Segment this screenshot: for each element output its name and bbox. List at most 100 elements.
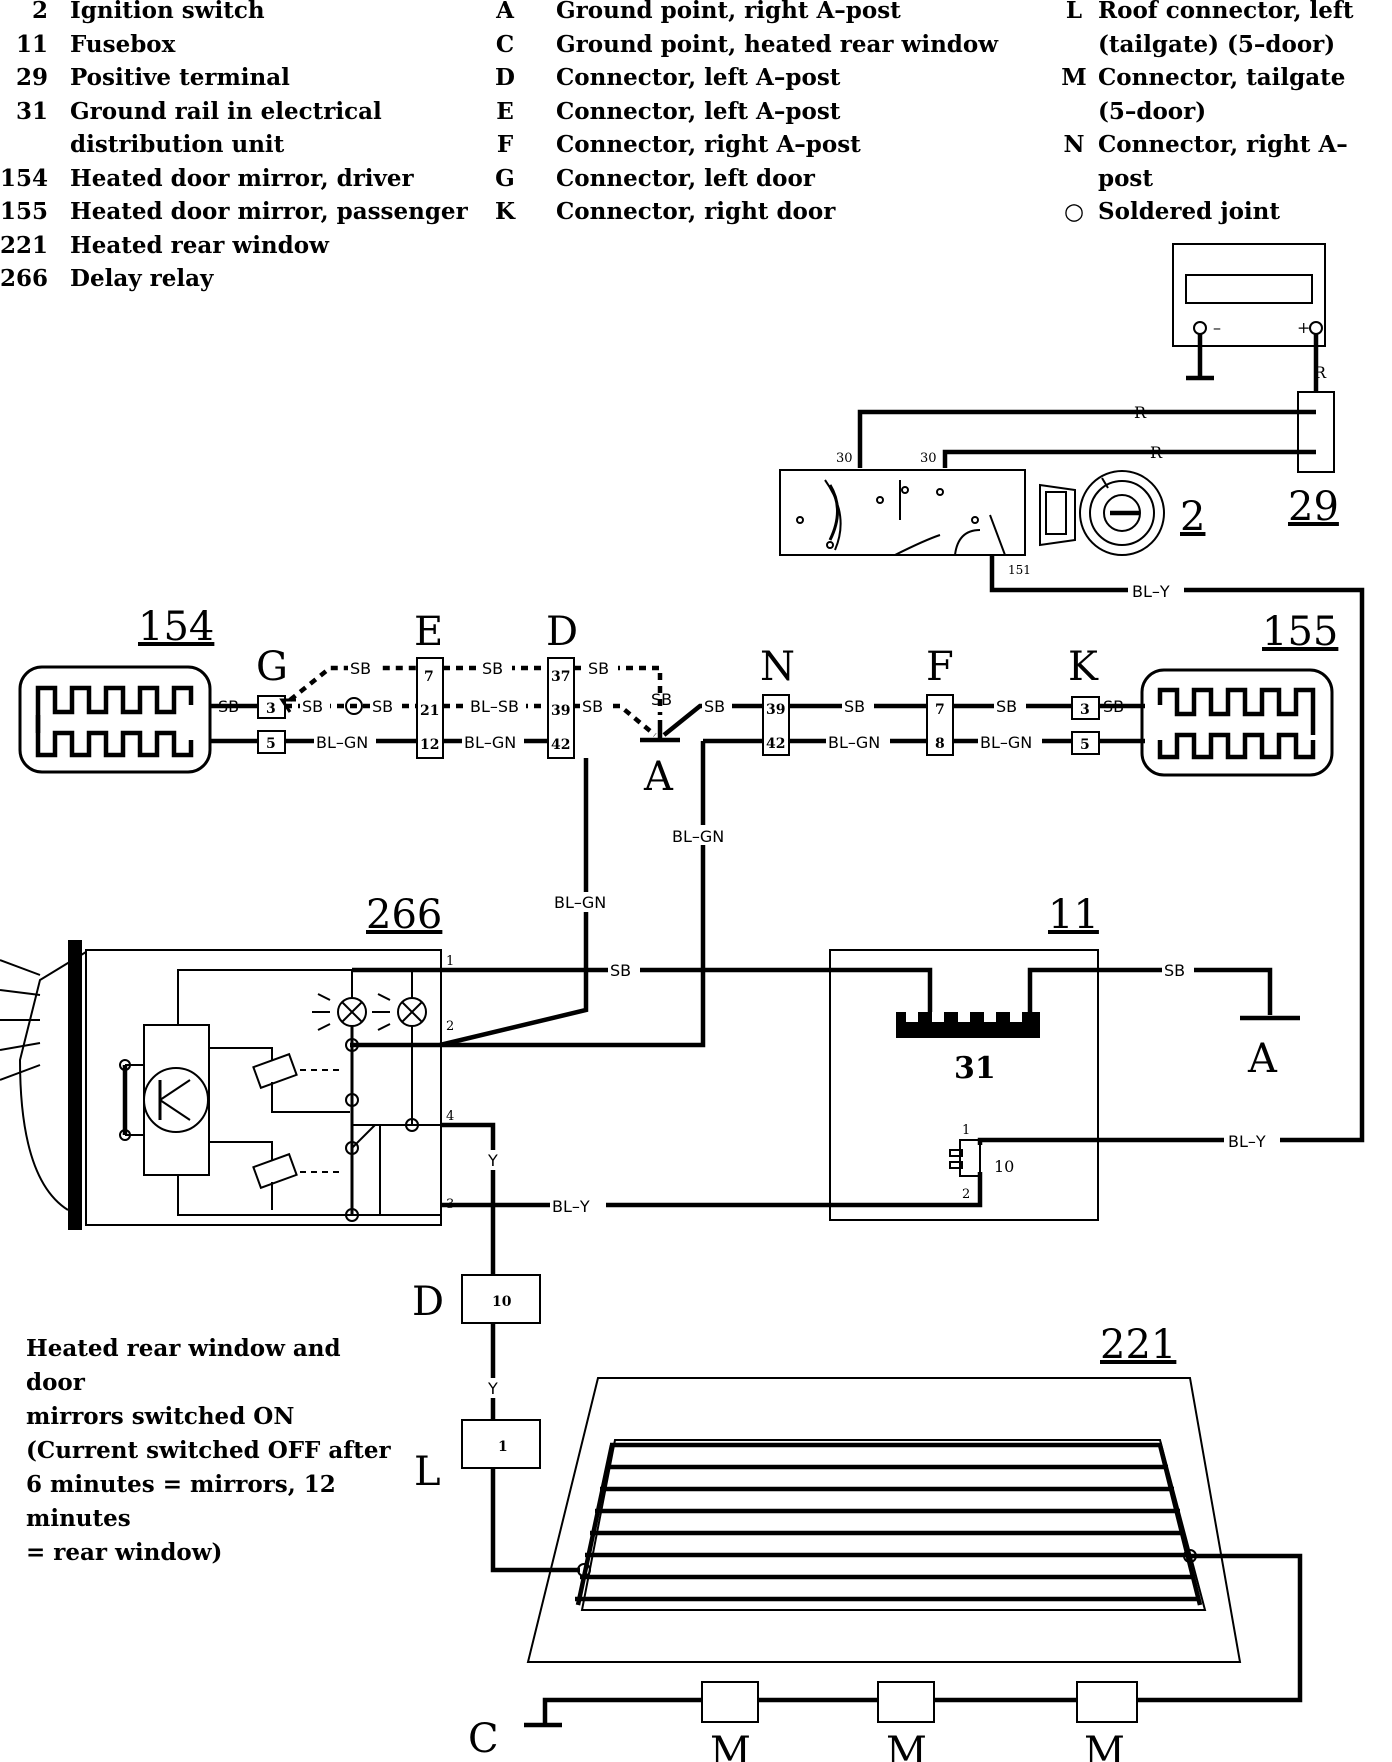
pin-39: 39 (766, 702, 785, 718)
connector-g-label: G (256, 644, 288, 690)
legend-key: 11 (15, 30, 48, 58)
legend-key: 154 (0, 164, 49, 192)
wire-label-bl-gn: BL–GN (672, 827, 724, 846)
connector-f (926, 694, 954, 756)
legend-text: Ground rail in electrical (70, 97, 382, 125)
legend-text: Heated door mirror, passenger (70, 198, 468, 225)
legend-text: Connector, right A–post (556, 131, 861, 158)
operating-note: Heated rear window and door mirrors swit… (26, 1332, 396, 1570)
delay-relay (0, 940, 442, 1230)
wire-label-bl-y: BL–Y (1228, 1132, 1266, 1151)
legend-text: Positive terminal (70, 64, 290, 91)
legend-text: Fusebox (70, 30, 176, 58)
wire-label-sb: SB (372, 697, 393, 716)
wire-label-sb: SB (302, 697, 323, 716)
legend-key: ○ (1063, 198, 1085, 225)
wire-label-sb: SB (996, 697, 1017, 716)
pin-8: 8 (935, 736, 945, 752)
legend-text: Ground point, heated rear window (556, 30, 999, 58)
battery-symbol: – + (1172, 243, 1326, 381)
wire-label-sb: SB (704, 697, 725, 716)
legend-row: distribution unit (0, 128, 468, 162)
wire-label-sb: SB (218, 697, 239, 716)
ground-a-label: A (643, 754, 674, 800)
legend-text: Roof connector, left (1098, 0, 1354, 24)
legend-text: Soldered joint (1098, 198, 1280, 225)
component-155-label: 155 (1262, 609, 1338, 655)
pin-7: 7 (424, 669, 434, 685)
legend-text: (tailgate) (5–door) (1098, 30, 1336, 58)
wire-label-r: R (1150, 443, 1163, 462)
connector-d-label: D (412, 1279, 444, 1325)
connector-m-label: M (1084, 1729, 1125, 1762)
connector-e-label: E (414, 609, 443, 655)
pin-12: 12 (420, 737, 439, 753)
pin-10: 10 (994, 1157, 1014, 1176)
connector-m-label: M (710, 1729, 751, 1762)
fusebox (829, 949, 1099, 1221)
wire-label-sb: SB (651, 690, 672, 709)
legend-key: A (496, 0, 514, 24)
connector-d-label: D (546, 609, 578, 655)
connector-l-label: L (414, 1449, 441, 1495)
legend-key: D (495, 64, 515, 91)
connector-d-block (461, 1274, 541, 1324)
legend-row: C Ground point, heated rear window (490, 28, 998, 62)
legend-row: 155 Heated door mirror, passenger (0, 195, 468, 229)
legend-key: F (496, 131, 514, 158)
wire-label-sb: SB (350, 659, 371, 678)
pin-3: 3 (1080, 702, 1090, 718)
wire-label-sb: SB (844, 697, 865, 716)
component-266-label: 266 (366, 892, 442, 938)
wire-label-sb: SB (1103, 697, 1124, 716)
legend-text: Connector, left A–post (556, 64, 841, 91)
pin-1: 1 (446, 954, 454, 969)
pin-42: 42 (766, 736, 785, 752)
legend-key: N (1063, 131, 1085, 158)
component-2-label: 2 (1180, 494, 1205, 540)
pin-30: 30 (920, 451, 937, 466)
ground-c-label: C (468, 1716, 499, 1762)
component-31-label: 31 (954, 1051, 996, 1086)
note-line: Heated rear window and door (26, 1335, 341, 1396)
legend-row: (5–door) (1060, 95, 1392, 129)
component-11-label: 11 (1048, 892, 1099, 938)
connector-m-1 (1076, 1681, 1138, 1723)
legend-key: 155 (0, 198, 49, 225)
pin-5: 5 (1080, 737, 1090, 753)
wire-label-bl-gn: BL–GN (980, 733, 1032, 752)
legend-text: Delay relay (70, 265, 214, 292)
component-154-label: 154 (138, 604, 214, 650)
component-29-label: 29 (1288, 484, 1339, 530)
legend-key: M (1061, 64, 1087, 91)
ground-rail-31 (896, 1012, 1040, 1038)
pin-21: 21 (420, 703, 439, 719)
connector-n (762, 694, 790, 756)
connector-m-2 (877, 1681, 935, 1723)
legend-key: C (495, 30, 515, 58)
wire-label-y: Y (487, 1379, 498, 1398)
legend-text: distribution unit (70, 131, 285, 158)
wire-label-sb: SB (588, 659, 609, 678)
wire-label-sb: SB (1164, 961, 1185, 980)
legend-row: (tailgate) (5–door) (1060, 28, 1392, 62)
pin-39: 39 (551, 703, 570, 719)
legend-key: K (495, 198, 515, 225)
wire-label-bl-gn: BL–GN (464, 733, 516, 752)
wire-label-bl-y: BL–Y (1132, 582, 1170, 601)
legend-key: E (496, 97, 514, 125)
connector-n-label: N (760, 644, 795, 690)
wire-label-r: R (1134, 403, 1147, 422)
heated-door-mirror-passenger (1140, 668, 1334, 777)
pin-1: 1 (962, 1123, 970, 1138)
